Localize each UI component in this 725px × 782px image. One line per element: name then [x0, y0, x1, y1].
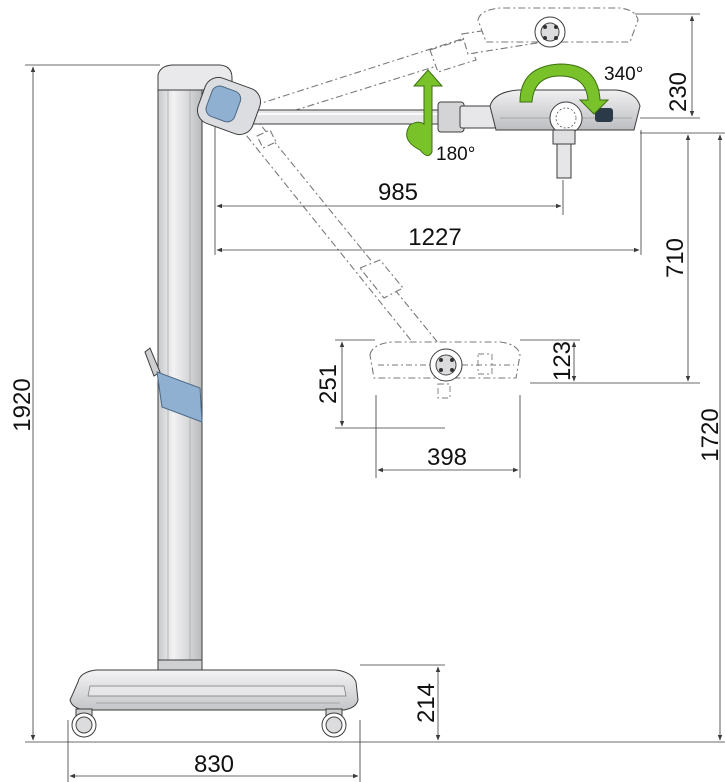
dim-label-710: 710 [662, 238, 689, 278]
dim-label-985: 985 [378, 179, 418, 206]
lamp-head-top-ghost [477, 7, 639, 48]
dim-label-398: 398 [427, 444, 467, 471]
dimension-lines [30, 15, 723, 779]
castor-left [71, 708, 97, 738]
rotation-arrow-180 [406, 69, 444, 156]
dim-label-214: 214 [413, 683, 440, 723]
mobile-base [69, 669, 359, 738]
cable-holder-clip [144, 347, 203, 423]
dim-label-total-height: 1920 [9, 378, 36, 431]
dim-label-1720: 1720 [697, 408, 724, 461]
dim-label-830: 830 [194, 751, 234, 778]
lamp-head-low-ghost [369, 341, 521, 399]
dim-label-230: 230 [665, 72, 692, 112]
rotation-label-340: 340° [604, 64, 643, 85]
lower-arm-dashed [237, 117, 449, 365]
rotation-arrow-340 [519, 63, 610, 115]
dim-label-1227: 1227 [408, 224, 461, 251]
rotation-label-180: 180° [436, 144, 475, 165]
dim-label-251: 251 [315, 364, 342, 404]
dim-label-123: 123 [549, 341, 576, 381]
extension-lines [25, 13, 725, 782]
column [157, 64, 233, 671]
lamp-head-main [489, 89, 641, 179]
castor-right [321, 708, 347, 738]
